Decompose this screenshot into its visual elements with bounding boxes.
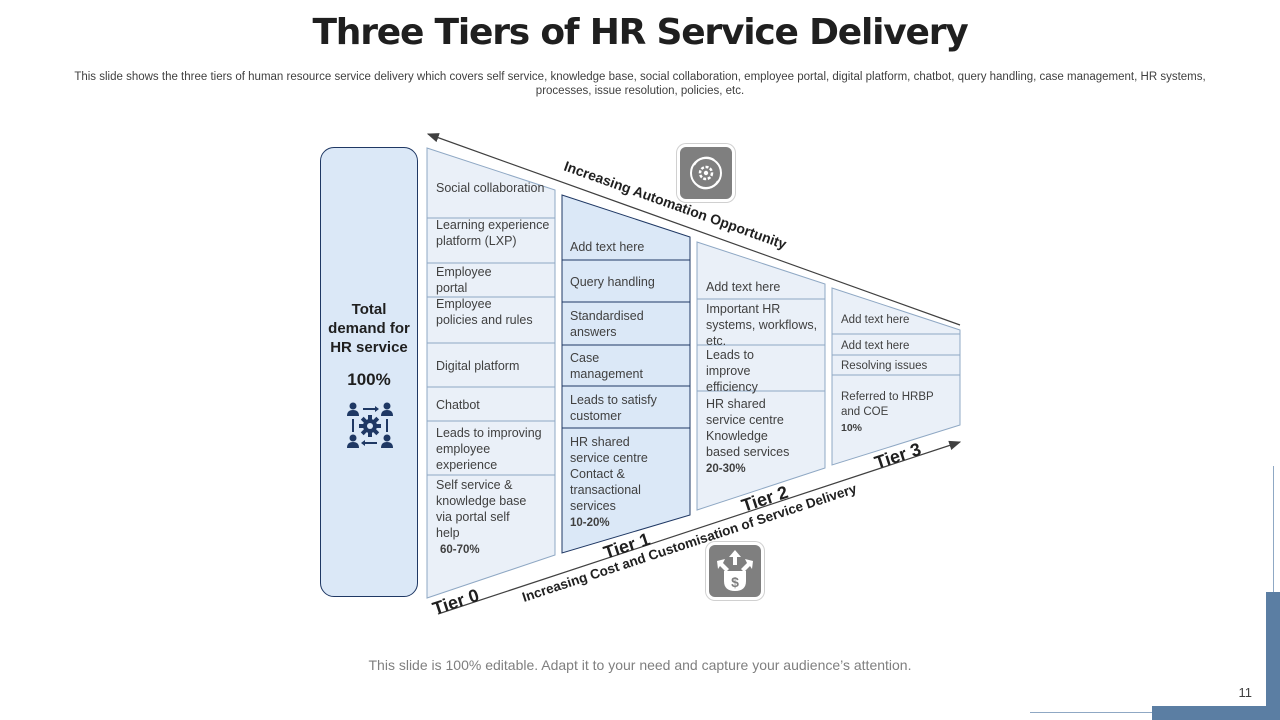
tier1-item: Case management [570, 351, 643, 381]
total-demand-box: Total demand for HR service 100% [320, 147, 418, 597]
page-subtitle: This slide shows the three tiers of huma… [74, 71, 1206, 97]
page-title: Three Tiers of HR Service Delivery [312, 12, 968, 53]
tier2-item: Leads to improve efficiency [706, 348, 758, 394]
tier3-panel [831, 287, 961, 466]
svg-text:$: $ [731, 574, 739, 590]
tier2-percent: 20-30% [706, 463, 746, 475]
tier0-panel [426, 147, 556, 599]
tier0-item: Social collaboration [436, 181, 545, 195]
tier0-item: Employee portal [436, 265, 492, 295]
tier3-item: Add text here [841, 340, 910, 352]
people-gear-icon [347, 402, 393, 448]
cost-arrow [437, 440, 962, 615]
corner-accent-bar [1266, 592, 1280, 720]
tier3-percent: 10% [841, 422, 863, 434]
tier2-item: Add text here [706, 280, 781, 294]
tier0-item: Learning experience platform (LXP) [436, 218, 550, 248]
tier1-item: Standardised answers [570, 309, 644, 339]
automation-arrow [426, 133, 961, 326]
tier0-item: Self service & knowledge base via portal… [436, 478, 527, 540]
tier0-item: Leads to improving employee experience [436, 426, 542, 472]
tier1-item: Add text here [570, 240, 645, 254]
corner-accent-bar [1152, 706, 1280, 720]
tier0-percent: 60-70% [440, 544, 480, 556]
tier3-item: Resolving issues [841, 360, 928, 372]
tier1-item: Leads to satisfy customer [570, 393, 657, 423]
tier2-item: HR shared service centre Knowledge based… [706, 397, 790, 459]
total-demand-label: Total demand for HR service [328, 301, 410, 356]
tier2-panel [696, 241, 826, 511]
tier2-item: Important HR systems, workflows, etc. [706, 302, 818, 348]
tier0-item: Employee policies and rules [436, 297, 533, 327]
automation-gear-icon [680, 147, 732, 199]
tier0-item: Digital platform [436, 359, 520, 373]
footer-note: This slide is 100% editable. Adapt it to… [368, 657, 912, 673]
page-number: 11 [1238, 685, 1253, 700]
tier1-item: HR shared service centre Contact & trans… [570, 435, 648, 513]
corner-accent-line [1030, 712, 1152, 713]
total-demand-percent: 100% [347, 370, 391, 389]
corner-accent-line [1273, 466, 1274, 592]
tier1-percent: 10-20% [570, 517, 610, 529]
cost-dollar-icon: $ [709, 545, 761, 597]
tier0-item: Chatbot [436, 398, 480, 412]
tier3-item: Referred to HRBP and COE [841, 391, 934, 418]
tier1-item: Query handling [570, 275, 655, 289]
tier1-panel [561, 194, 691, 554]
tier3-item: Add text here [841, 314, 910, 326]
